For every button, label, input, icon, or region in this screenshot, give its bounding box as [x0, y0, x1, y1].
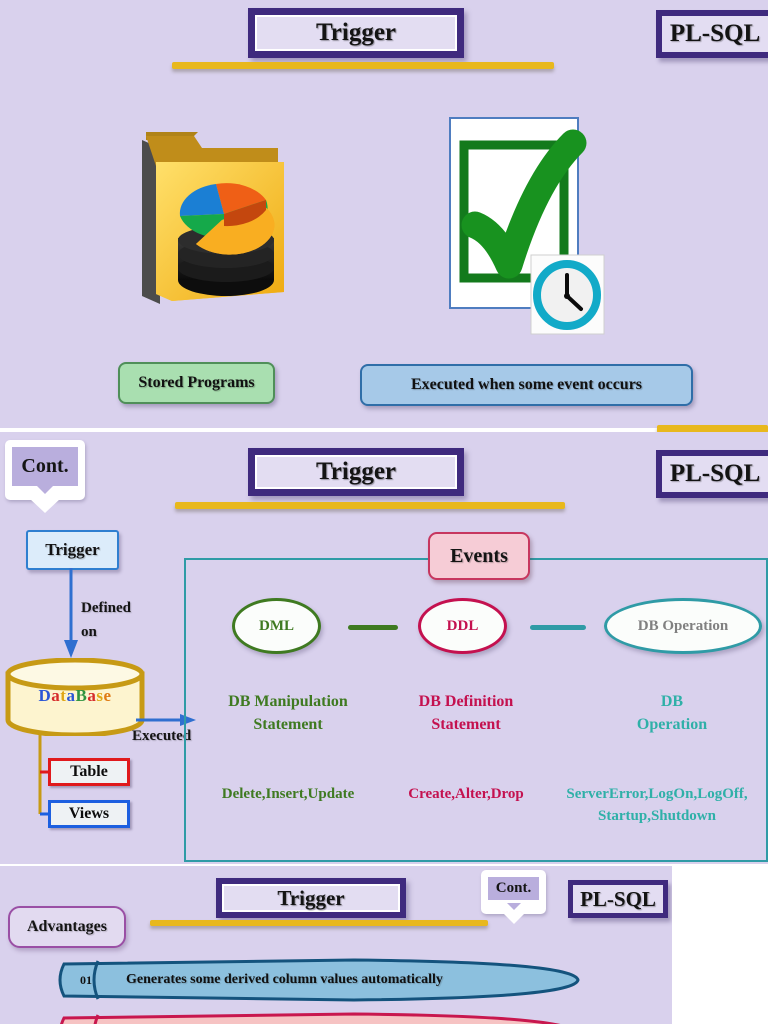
slide3-cont-text: Cont.	[488, 877, 539, 900]
events-column-3-heading-line1: DB	[660, 693, 684, 710]
events-badge-text: Events	[450, 544, 508, 567]
slide2-title-box: Trigger	[248, 448, 464, 496]
slide1-title-text: Trigger	[255, 15, 457, 51]
connector-ddl-dbop	[530, 625, 586, 630]
advantage-row-1-text: Generates some derived column values aut…	[126, 972, 443, 987]
events-column-1-heading-line2: Statement	[253, 716, 323, 734]
slide-gap-1	[0, 428, 768, 433]
advantage-row-1-shape	[58, 958, 580, 1002]
slide2-brand-text: PL-SQL	[669, 460, 761, 487]
slide-trigger-events: Cont. Trigger PL-SQL Trigger Defined on	[0, 432, 768, 864]
database-letter: a	[66, 686, 76, 705]
database-letter: e	[103, 686, 112, 705]
advantages-badge: Advantages	[8, 906, 126, 948]
slide2-title-text: Trigger	[255, 455, 457, 489]
events-column-1-items: Delete,Insert,Update	[221, 786, 355, 802]
events-column-3-items-line2: Startup,Shutdown	[598, 807, 716, 824]
slide3-cont-tail-inner	[506, 903, 521, 910]
database-cylinder: DataBase	[4, 657, 146, 738]
event-occurs-text: Executed when some event occurs	[410, 376, 643, 393]
stored-programs-text: Stored Programs	[138, 374, 255, 391]
views-box: Views	[48, 800, 130, 828]
database-letter: B	[75, 686, 88, 705]
slide-gap-2	[0, 864, 768, 866]
advantage-row-1: 01 Generates some derived column values …	[54, 958, 582, 1002]
stored-programs-callout: Stored Programs	[118, 362, 275, 404]
events-column-1-heading: DB Manipulation Statement	[198, 690, 378, 736]
database-letter: a	[51, 686, 61, 705]
event-node-dml-text: DML	[259, 617, 294, 634]
slide3-title-box: Trigger	[216, 878, 406, 918]
slide1-bottom-gold-peek	[657, 425, 768, 433]
slide3-title-text: Trigger	[222, 884, 400, 912]
slide3-gold-underline	[150, 920, 488, 926]
events-column-3-items-line1: ServerError,LogOn,LogOff,	[566, 786, 748, 802]
events-column-2-heading: DB Definition Statement	[382, 690, 550, 736]
slide3-cont-bubble: Cont.	[481, 870, 546, 924]
slide2-gold-underline	[175, 502, 565, 509]
slide2-cont-tail	[29, 498, 61, 513]
executed-label: Executed	[132, 728, 192, 744]
defined-on-label-line1: Defined	[81, 600, 131, 616]
slide3-brand-text: PL-SQL	[580, 886, 656, 911]
slide3-brand-badge: PL-SQL	[568, 880, 668, 918]
slide2-brand-badge: PL-SQL	[656, 450, 768, 498]
slide1-brand-text: PL-SQL	[669, 20, 761, 47]
event-occurs-callout: Executed when some event occurs	[360, 364, 693, 406]
database-letter: s	[96, 686, 104, 705]
slide1-title-box: Trigger	[248, 8, 464, 58]
slide2-cont-text: Cont.	[12, 447, 78, 486]
events-column-3-items: ServerError,LogOn,LogOff, Startup,Shutdo…	[546, 784, 768, 828]
slide3-cont-tail	[501, 912, 526, 924]
database-label: DataBase	[4, 686, 146, 706]
advantages-badge-text: Advantages	[26, 918, 107, 935]
advantage-row-2-text: Enforces referential integrity	[126, 1012, 299, 1024]
event-node-ddl: DDL	[418, 598, 507, 654]
slide1-brand-badge: PL-SQL	[656, 10, 768, 58]
events-column-1-heading-line1: DB Manipulation	[228, 693, 348, 710]
table-text: Table	[70, 763, 108, 780]
connector-dml-ddl	[348, 625, 398, 630]
table-box: Table	[48, 758, 130, 786]
events-column-2-heading-line1: DB Definition	[418, 693, 514, 710]
database-letter: a	[87, 686, 97, 705]
slide2-cont-tail-inner	[36, 485, 54, 494]
folder-database-pie-icon	[132, 118, 292, 313]
events-column-3-heading: DB Operation	[576, 690, 768, 736]
database-letter: t	[60, 686, 67, 705]
event-node-dml: DML	[232, 598, 321, 654]
database-letter: D	[38, 686, 52, 705]
slide-trigger-advantages: Trigger PL-SQL Cont. Advantages 01 Gener…	[0, 866, 672, 1024]
advantage-row-2-shape	[60, 1012, 561, 1024]
advantage-row-2: 02 Enforces referential integrity	[54, 1012, 582, 1024]
arrow-trigger-to-database	[64, 568, 78, 658]
event-node-ddl-text: DDL	[446, 617, 479, 634]
checkbox-clock-icon	[447, 115, 607, 337]
slide1-gold-underline	[172, 62, 554, 69]
slide-trigger-intro: Trigger PL-SQL	[0, 0, 768, 428]
advantage-row-1-number: 01	[80, 972, 92, 987]
event-node-db-operation: DB Operation	[604, 598, 762, 654]
defined-on-label-line2: on	[81, 624, 97, 640]
views-text: Views	[68, 805, 110, 822]
slide2-cont-bubble: Cont.	[5, 440, 85, 513]
events-badge: Events	[428, 532, 530, 580]
advantage-row-2-number: 02	[80, 1012, 92, 1024]
events-column-2-items: Create,Alter,Drop	[408, 786, 524, 802]
event-node-db-operation-text: DB Operation	[637, 617, 729, 634]
flow-trigger-box: Trigger	[26, 530, 119, 570]
events-column-3-heading-line2: Operation	[636, 716, 708, 734]
flow-trigger-text: Trigger	[45, 540, 100, 559]
events-column-2-heading-line2: Statement	[431, 716, 501, 734]
